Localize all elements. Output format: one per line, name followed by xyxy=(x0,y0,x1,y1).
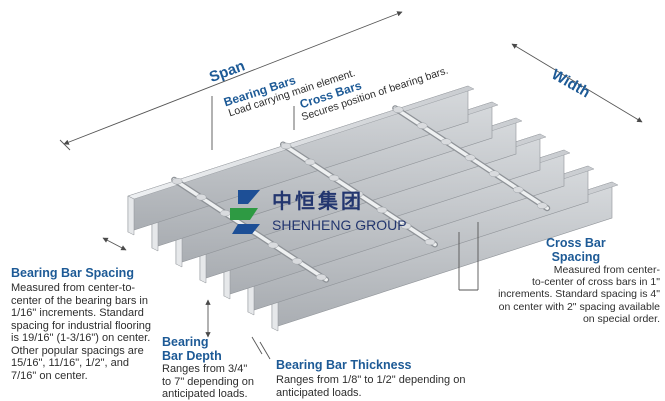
bearing-bar-thickness-text: Ranges from 1/8" to 1/2" depending on an… xyxy=(276,374,465,399)
weld-node xyxy=(280,142,292,150)
text-line: anticipated loads. xyxy=(162,388,248,400)
weld-node xyxy=(488,170,500,177)
weld-node xyxy=(512,186,524,193)
weld-node xyxy=(304,158,316,166)
bearing-bar-spacing-title: Bearing Bar Spacing xyxy=(11,266,134,280)
logo-mark-top xyxy=(238,190,260,204)
text-line: on center with 2" spacing available xyxy=(498,300,660,313)
weld-node xyxy=(315,273,327,281)
logo: 中恒集团 SHENHENG GROUP xyxy=(230,189,407,234)
bearing-bar-thickness-title: Bearing Bar Thickness xyxy=(276,358,412,372)
weld-node xyxy=(171,177,183,185)
weld-node xyxy=(424,238,436,246)
span-tick-left xyxy=(59,139,71,151)
width-arrow xyxy=(511,43,643,123)
text-line: anticipated loads. xyxy=(276,386,362,399)
text-line: increments. Standard spacing is 4" xyxy=(498,288,660,301)
weld-node xyxy=(291,257,303,265)
weld-node xyxy=(219,209,231,217)
cross-bar-spacing-title: Cross Bar Spacing xyxy=(546,236,606,264)
weld-node xyxy=(392,106,404,113)
bearing-bar-depth-text: Ranges from 3/4" to 7" depending on anti… xyxy=(162,363,254,401)
bearing-bar-spacing-arrow xyxy=(102,237,127,251)
bearing-bars xyxy=(127,85,619,332)
cross-bar-spacing-text: Measured from center- to-center of cross… xyxy=(466,264,660,325)
text-line: spacing for industrial flooring xyxy=(11,319,152,332)
title-line: Spacing xyxy=(551,250,601,264)
text-line: 1/16" increments. Standard xyxy=(11,307,144,319)
text-line: Measured from center-to- xyxy=(11,282,136,294)
title-line: Cross Bar xyxy=(546,236,606,250)
bearing-bar-spacing-text: Measured from center-to- center of the b… xyxy=(11,282,151,382)
thickness-leader-1 xyxy=(251,336,263,355)
cross-bars xyxy=(171,105,551,283)
logo-mark-bottom xyxy=(232,224,260,234)
text-line: Other popular spacings are xyxy=(11,344,144,357)
weld-node xyxy=(267,241,279,249)
weld-node xyxy=(400,222,412,230)
weld-node xyxy=(536,202,548,209)
text-line: to 7" depending on xyxy=(162,375,254,388)
bearing-bar-end xyxy=(127,195,135,236)
text-line: on special order. xyxy=(582,312,660,325)
logo-english-text: SHENHENG GROUP xyxy=(272,217,407,233)
weld-node xyxy=(440,138,452,145)
text-line: Ranges from 1/8" to 1/2" depending on xyxy=(276,374,466,386)
text-line: center of the bearing bars in xyxy=(11,294,148,307)
bearing-bar-depth-title: Bearing Bar Depth xyxy=(162,335,222,363)
text-line: Measured from center- xyxy=(553,264,660,276)
title-line: Bar Depth xyxy=(162,349,222,363)
text-line: is 19/16" (1-3/16") on center. xyxy=(11,332,151,344)
weld-node xyxy=(352,190,364,198)
weld-node xyxy=(328,174,340,182)
weld-node xyxy=(376,206,388,214)
weld-node xyxy=(416,122,428,129)
thickness-leader-2 xyxy=(259,341,271,360)
logo-chinese-text: 中恒集团 xyxy=(272,189,364,213)
dimension-lines xyxy=(59,11,643,360)
weld-node xyxy=(464,154,476,161)
span-arrow xyxy=(63,11,403,145)
weld-node xyxy=(195,193,207,201)
text-line: to-center of cross bars in 1" xyxy=(531,276,660,289)
text-line: 7/16" on center. xyxy=(11,369,88,382)
text-line: 15/16", 11/16", 1/2", and xyxy=(11,357,129,369)
logo-mark-middle xyxy=(230,208,258,220)
text-line: Ranges from 3/4" xyxy=(162,363,248,375)
title-line: Bearing xyxy=(162,335,209,349)
